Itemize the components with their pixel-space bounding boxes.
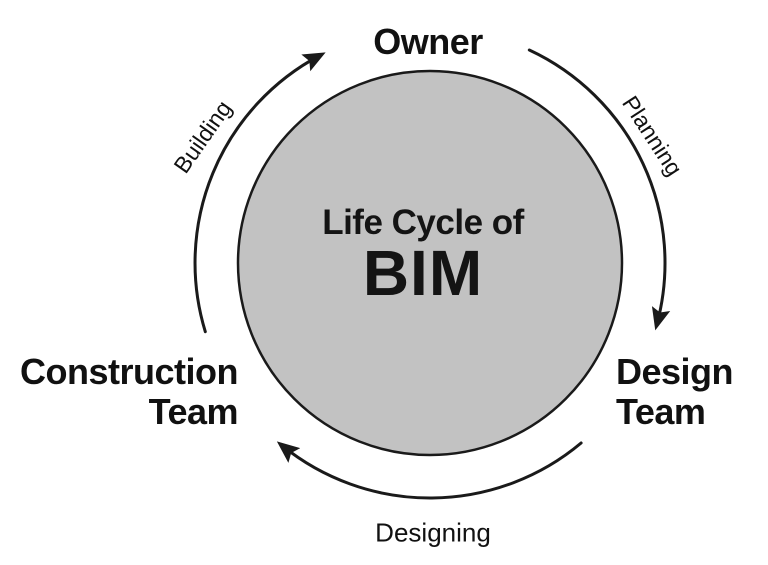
- node-design-team-line2: Team: [616, 391, 706, 432]
- center-title: Life Cycle of BIM: [322, 203, 524, 309]
- node-design-team-line1: Design: [616, 351, 734, 392]
- node-construction-team-line2: Team: [148, 391, 239, 432]
- node-construction-team-label: Construction Team: [0, 352, 238, 432]
- phase-designing-label: Designing: [375, 517, 491, 548]
- center-title-line1: Life Cycle of: [322, 203, 524, 242]
- node-owner-label: Owner: [373, 21, 483, 62]
- center-title-line2: BIM: [362, 237, 484, 309]
- cycle-circle: [236, 69, 624, 457]
- arc-building-arrow: [193, 52, 326, 334]
- arc-planning-arrow: [527, 48, 671, 331]
- arc-designing-arrow: [276, 441, 583, 500]
- node-construction-team-line1: Construction: [20, 351, 238, 392]
- node-design-team-label: Design Team: [616, 351, 734, 432]
